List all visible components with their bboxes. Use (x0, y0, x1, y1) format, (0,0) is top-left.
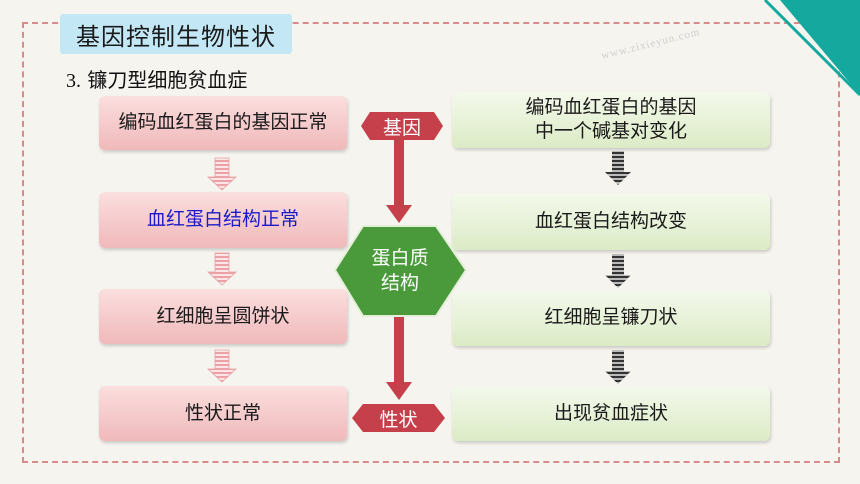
right-down-arrow-2 (605, 254, 631, 288)
left-box-cell-round: 红细胞呈圆饼状 (99, 289, 347, 344)
protein-hexagon (333, 225, 468, 317)
right-box-protein-changed: 血红蛋白结构改变 (452, 193, 770, 250)
gene-label-shape (361, 112, 443, 140)
left-box-gene-normal: 编码血红蛋白的基因正常 (99, 96, 347, 150)
gene-label: 基因 (382, 116, 421, 139)
dashed-frame (22, 22, 840, 463)
trait-label-shape (352, 404, 445, 432)
trait-label: 性状 (379, 408, 418, 431)
left-down-arrow-3 (206, 349, 238, 383)
center-arrow-upper (386, 140, 412, 223)
left-down-arrow-1 (206, 157, 238, 191)
right-down-arrow-3 (605, 350, 631, 384)
left-box-trait-normal: 性状正常 (99, 386, 347, 441)
section-subtitle: 3. 镰刀型细胞贫血症 (66, 68, 248, 92)
right-down-arrow-1 (605, 151, 631, 185)
right-box-gene-mutation: 编码血红蛋白的基因 中一个碱基对变化 (452, 92, 770, 148)
left-box-protein-normal: 血红蛋白结构正常 (99, 192, 347, 248)
page-title: 基因控制生物性状 (60, 14, 292, 54)
protein-structure-label: 蛋白质 结构 (371, 247, 429, 294)
right-box-cell-sickle: 红细胞呈镰刀状 (452, 290, 770, 346)
corner-decoration (763, 0, 860, 97)
left-down-arrow-2 (206, 252, 238, 286)
center-arrow-lower (386, 312, 412, 400)
right-box-anemia: 出现贫血症状 (452, 386, 770, 441)
